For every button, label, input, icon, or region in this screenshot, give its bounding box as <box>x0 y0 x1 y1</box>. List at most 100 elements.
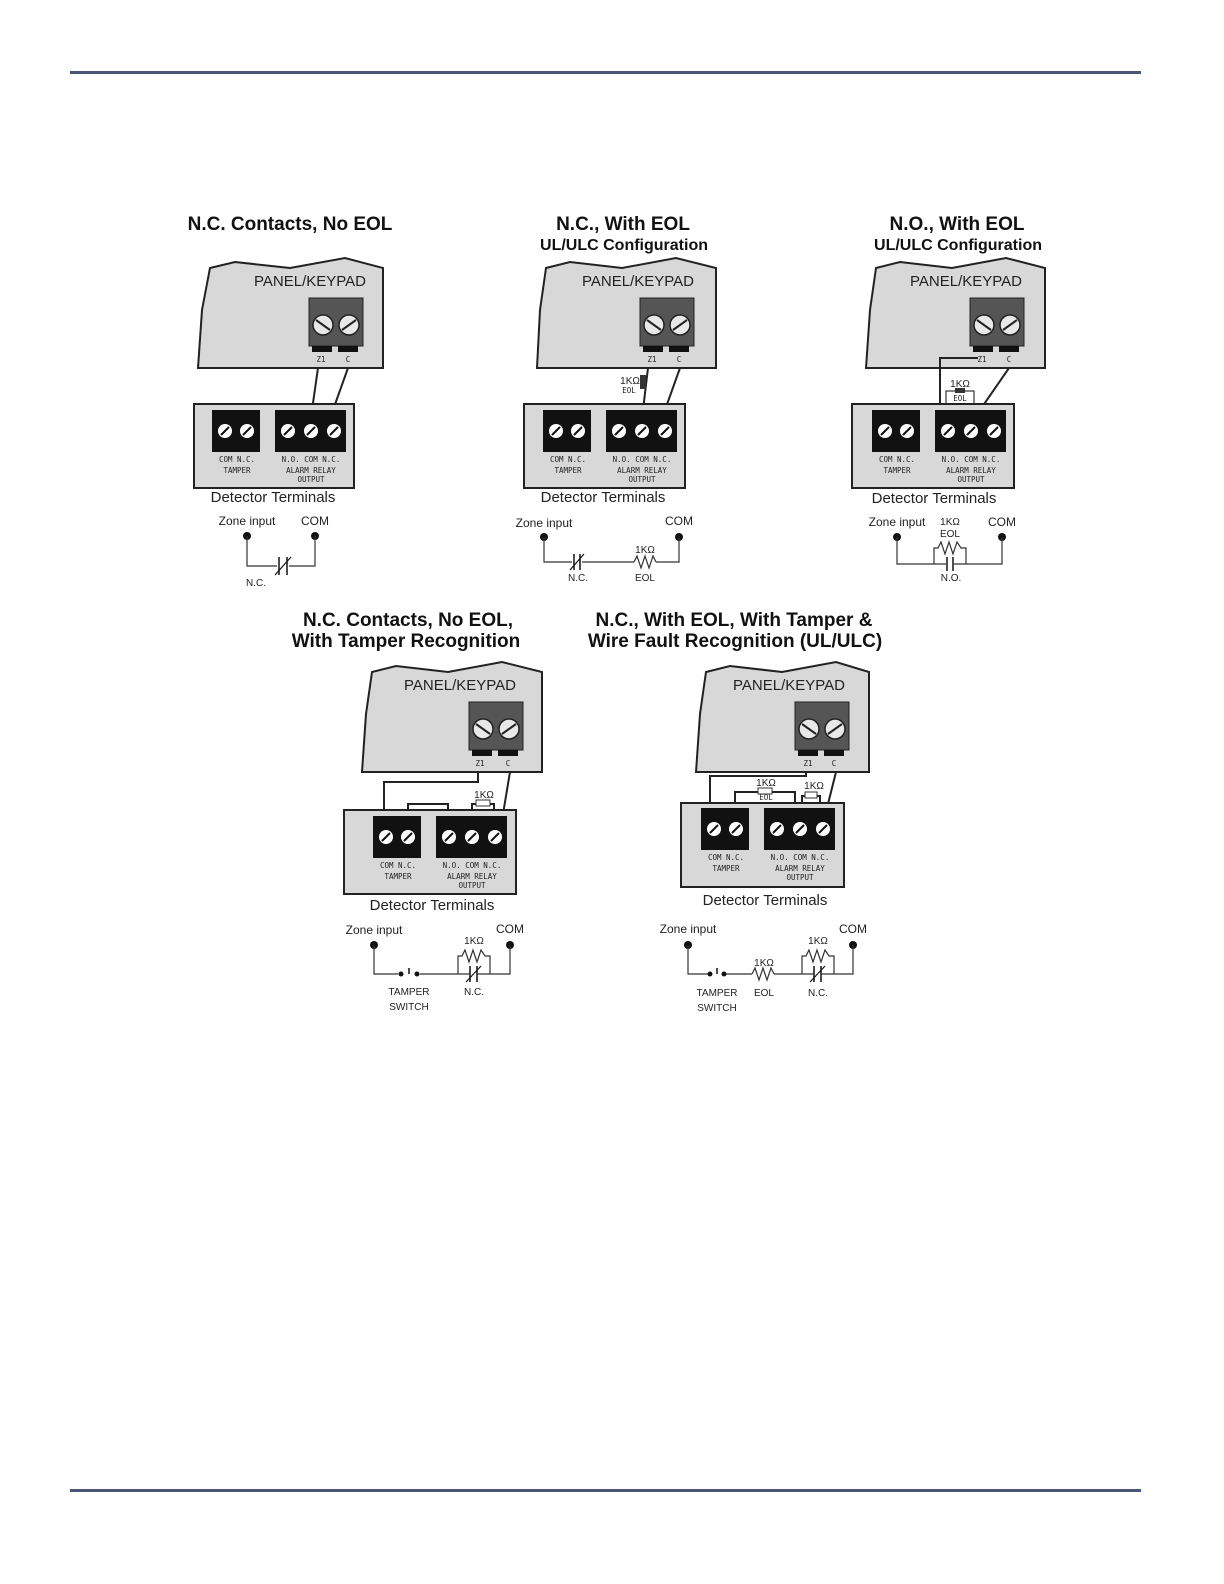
tamper-terminal-label: COM N.C. <box>879 455 915 464</box>
z1-label: Z1 <box>803 759 812 768</box>
tamper-label: TAMPER <box>223 466 251 475</box>
output-label: OUTPUT <box>297 475 325 484</box>
detector-terminals-label: Detector Terminals <box>541 489 666 506</box>
zone-input-label: Zone input <box>660 922 717 936</box>
diagram-subtitle: With Tamper Recognition <box>292 631 521 652</box>
nc-label: N.C. <box>246 578 266 589</box>
resistor-value-label: 1KΩ <box>635 545 655 556</box>
c-label: C <box>832 759 837 768</box>
eol-resistor-icon <box>633 554 657 570</box>
com-label: COM <box>988 515 1016 529</box>
diagram-title: N.O., With EOL <box>890 214 1025 235</box>
tamper-switch-icon <box>398 971 404 977</box>
diagram-title: N.C. Contacts, No EOL, <box>303 610 513 631</box>
eol-resistor-icon <box>933 540 967 564</box>
eol-label: EOL <box>622 386 636 395</box>
resistor-value-label: 1KΩ <box>620 376 640 387</box>
eol-resistor-icon <box>751 966 775 982</box>
diagram-title: N.C., With EOL, With Tamper & <box>596 610 873 631</box>
com-label: COM <box>839 922 867 936</box>
tamper-switch-label: TAMPER <box>389 987 430 998</box>
alarm-relay-label: ALARM RELAY <box>946 466 996 475</box>
alarm-relay-label: ALARM RELAY <box>447 872 497 881</box>
eol-label: EOL <box>940 529 960 540</box>
panel-label: PANEL/KEYPAD <box>254 273 366 290</box>
com-label: COM <box>665 514 693 528</box>
tamper-terminal-label: COM N.C. <box>708 853 744 862</box>
com-label: COM <box>301 514 329 528</box>
diagram-nc-eol-tamper-wirefault: N.C., With EOL, With Tamper & Wire Fault… <box>588 610 882 1014</box>
panel-label: PANEL/KEYPAD <box>404 677 516 694</box>
no-label: N.O. <box>941 573 962 584</box>
resistor-icon <box>804 791 818 799</box>
bottom-rule <box>70 1489 1141 1492</box>
tamper-switch-label: TAMPER <box>697 988 738 999</box>
resistor-value-label: 1KΩ <box>464 936 484 947</box>
tamper-terminal-label: COM N.C. <box>380 861 416 870</box>
alarm-relay-label: ALARM RELAY <box>617 466 667 475</box>
relay-terminal-label: N.O. COM N.C. <box>942 455 1001 464</box>
tamper-terminal-label: COM N.C. <box>550 455 586 464</box>
c-label: C <box>677 355 682 364</box>
resistor-icon <box>457 948 491 974</box>
resistor-value-label: 1KΩ <box>940 517 960 528</box>
diagram-no-with-eol: N.O., With EOL UL/ULC Configuration PANE… <box>851 214 1046 584</box>
z1-label: Z1 <box>647 355 656 364</box>
zone-input-label: Zone input <box>516 516 573 530</box>
eol-label: EOL <box>953 394 967 403</box>
resistor-value-label: 1KΩ <box>756 778 776 789</box>
resistor-value-label: 1KΩ <box>754 958 774 969</box>
relay-terminal-label: N.O. COM N.C. <box>771 853 830 862</box>
nc-label: N.C. <box>464 987 484 998</box>
panel-label: PANEL/KEYPAD <box>910 273 1022 290</box>
zone-input-label: Zone input <box>869 515 926 529</box>
z1-label: Z1 <box>475 759 484 768</box>
tamper-label: TAMPER <box>883 466 911 475</box>
eol-label: EOL <box>759 793 773 802</box>
diagram-nc-tamper: N.C. Contacts, No EOL, With Tamper Recog… <box>292 610 543 1013</box>
panel-label: PANEL/KEYPAD <box>582 273 694 290</box>
eol-resistor-icon <box>757 787 773 795</box>
output-label: OUTPUT <box>458 881 486 890</box>
alarm-relay-label: ALARM RELAY <box>286 466 336 475</box>
relay-terminal-label: N.O. COM N.C. <box>443 861 502 870</box>
diagram-title: N.C., With EOL <box>556 214 690 235</box>
diagram-title: N.C. Contacts, No EOL <box>188 214 393 235</box>
tamper-switch-label-2: SWITCH <box>697 1003 736 1014</box>
output-label: OUTPUT <box>957 475 985 484</box>
tamper-switch-label-2: SWITCH <box>389 1002 428 1013</box>
top-rule <box>70 71 1141 74</box>
tamper-terminal-label: COM N.C. <box>219 455 255 464</box>
resistor-value-label: 1KΩ <box>804 781 824 792</box>
relay-terminal-label: N.O. COM N.C. <box>613 455 672 464</box>
zone-input-label: Zone input <box>219 514 276 528</box>
z1-label: Z1 <box>316 355 325 364</box>
relay-terminal-label: N.O. COM N.C. <box>282 455 341 464</box>
resistor-value-label: 1KΩ <box>950 379 970 390</box>
detector-terminals-label: Detector Terminals <box>370 897 495 914</box>
nc-label: N.C. <box>808 988 828 999</box>
panel-label: PANEL/KEYPAD <box>733 677 845 694</box>
eol-label: EOL <box>635 573 655 584</box>
output-label: OUTPUT <box>628 475 656 484</box>
detector-terminals-label: Detector Terminals <box>872 490 997 507</box>
eol-resistor-icon <box>640 375 646 389</box>
eol-label: EOL <box>754 988 774 999</box>
zone-input-label: Zone input <box>346 923 403 937</box>
alarm-relay-label: ALARM RELAY <box>775 864 825 873</box>
tamper-label: TAMPER <box>554 466 582 475</box>
com-label: COM <box>496 922 524 936</box>
resistor-value-label: 1KΩ <box>808 936 828 947</box>
tamper-switch-icon <box>707 971 713 977</box>
detector-terminals-label: Detector Terminals <box>703 892 828 909</box>
diagram-nc-no-eol: N.C. Contacts, No EOL PANEL/KEYPAD Z1 C … <box>188 214 393 589</box>
tamper-label: TAMPER <box>712 864 740 873</box>
detector-terminals-label: Detector Terminals <box>211 489 336 506</box>
tamper-label: TAMPER <box>384 872 412 881</box>
c-label: C <box>346 355 351 364</box>
diagram-subtitle: Wire Fault Recognition (UL/ULC) <box>588 631 882 652</box>
output-label: OUTPUT <box>786 873 814 882</box>
diagram-nc-with-eol: N.C., With EOL UL/ULC Configuration PANE… <box>516 214 717 584</box>
resistor-icon <box>801 948 835 974</box>
